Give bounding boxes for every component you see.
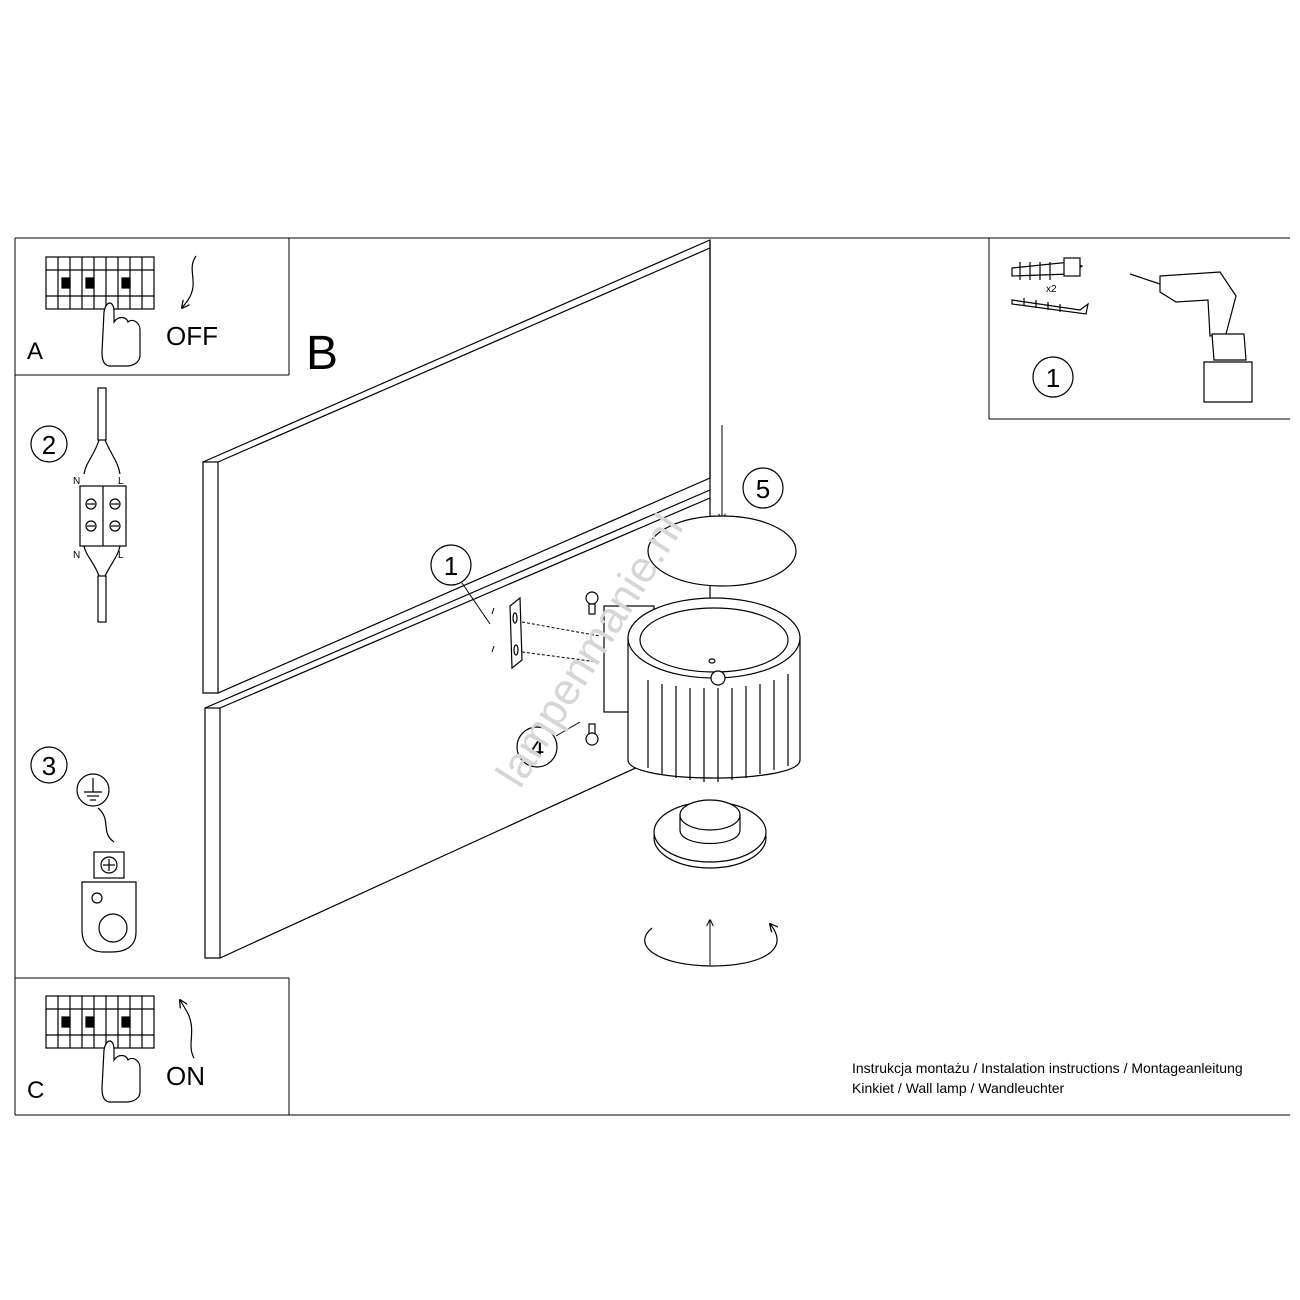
step-5-cover: 5	[647, 425, 797, 587]
bolt-icon-2	[585, 723, 599, 746]
panel-a-letter: A	[27, 338, 43, 365]
step-3-circle	[30, 746, 68, 784]
footer-instructions: Instrukcja montażu / Instalation instruc…	[852, 1058, 1243, 1098]
step-4-circle	[516, 726, 558, 768]
wall-plug-icon	[1011, 257, 1084, 280]
tools-step-number: 1	[1046, 363, 1060, 393]
step-2-number: 2	[42, 430, 56, 460]
lamp-body	[603, 597, 801, 782]
bolt-icon	[585, 591, 599, 615]
bulb-holder	[653, 799, 767, 869]
leader-line	[461, 582, 491, 625]
on-arrow-icon	[180, 1000, 195, 1059]
ground-wire-icon	[97, 807, 115, 843]
screw-icon	[1011, 298, 1089, 315]
panel-c: C ON	[27, 995, 205, 1104]
screw-icons	[491, 607, 601, 663]
step-3-ground: 3	[30, 746, 137, 953]
panel-c-letter: C	[27, 1077, 44, 1104]
off-arrow-icon	[182, 255, 197, 308]
step-4: 4	[516, 721, 599, 768]
step-2-wiring: 2 N L N L	[30, 387, 127, 623]
cable-icon	[83, 387, 121, 623]
hand-icon	[101, 302, 141, 367]
ground-symbol-icon	[76, 773, 110, 807]
step-1-circle	[430, 544, 472, 586]
mounting-bracket-icon	[509, 596, 523, 670]
footer-line-2: Kinkiet / Wall lamp / Wandleuchter	[852, 1080, 1065, 1096]
hand-icon-c	[101, 1040, 141, 1103]
step-1-number: 1	[444, 551, 458, 581]
step-1-bracket: 1	[430, 544, 601, 670]
n-bottom-label: N	[73, 550, 80, 561]
step-4-number: 4	[530, 733, 544, 763]
off-label: OFF	[166, 321, 218, 351]
quantity-label: x2	[1046, 284, 1057, 295]
panel-a: A OFF	[27, 255, 218, 367]
ground-clamp-icon	[81, 851, 137, 953]
main-b-letter: B	[306, 327, 338, 380]
breaker-icon	[45, 256, 155, 310]
footer-line-1: Instrukcja montażu / Instalation instruc…	[852, 1060, 1243, 1076]
step-3-number: 3	[42, 751, 56, 781]
rotate-arrow-icon	[644, 924, 777, 967]
step-5-number: 5	[756, 474, 770, 504]
n-top-label: N	[73, 476, 80, 487]
step-2-circle	[30, 425, 68, 463]
step-5-circle	[742, 467, 784, 509]
tools-box: x2 1	[1011, 257, 1253, 403]
glass-disc	[647, 515, 797, 587]
l-top-label: L	[118, 476, 124, 487]
l-bottom-label: L	[118, 550, 124, 561]
on-label: ON	[166, 1061, 205, 1091]
breaker-icon-c	[45, 995, 155, 1049]
tools-step-circle	[1032, 356, 1074, 398]
drill-icon	[1129, 271, 1253, 403]
frame	[14, 237, 1290, 1116]
terminal-block-icon	[79, 485, 127, 547]
